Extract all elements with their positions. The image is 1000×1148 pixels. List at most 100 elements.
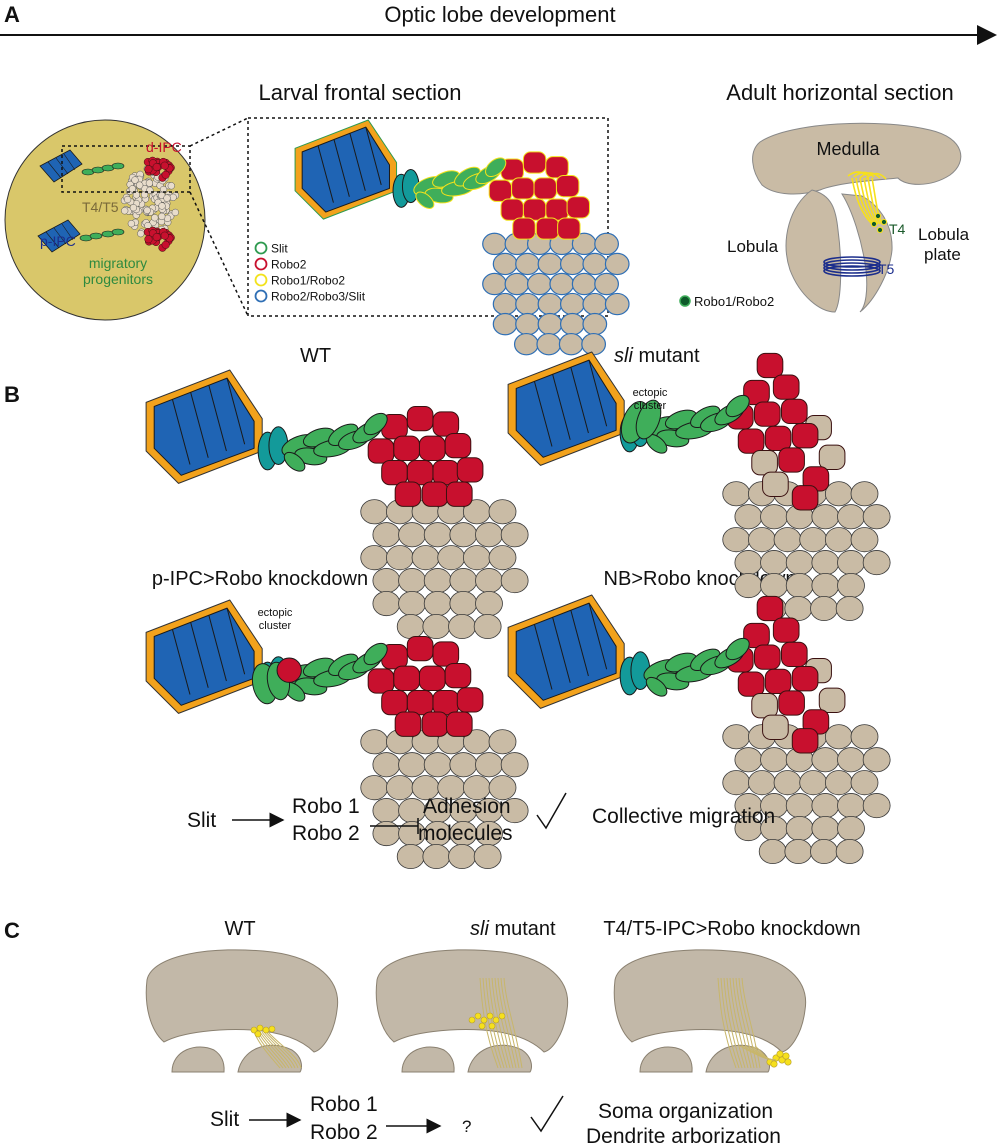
legend-label: Slit (271, 242, 288, 256)
t4t5-cell (515, 292, 540, 316)
c-t4t5-title: T4/T5-IPC>Robo knockdown (603, 918, 860, 940)
t4t5-cell (411, 545, 440, 571)
t4-dendrite (853, 171, 875, 178)
t4t5-cell (500, 568, 529, 594)
d-ipc-cell (764, 425, 792, 452)
mini-epithelium-top (39, 149, 83, 183)
medulla-label: Medulla (816, 139, 880, 159)
t4t5-cell (488, 545, 517, 571)
t4t5-cell (810, 595, 838, 622)
t4t5-cell (515, 312, 540, 336)
t4t5-cell (582, 312, 608, 336)
t4t5-cell (837, 793, 865, 819)
t4t5-cell (760, 550, 788, 576)
d-ipc-cell (511, 177, 535, 200)
t4t5-cell (473, 843, 502, 870)
t4t5-axon (263, 1031, 296, 1069)
t4t5-soma (256, 1024, 264, 1032)
t4t5-cell (500, 752, 529, 778)
t4t5-cell (449, 568, 478, 594)
d-ipc-cell (406, 635, 434, 662)
t4t5-soma (770, 1060, 778, 1068)
t5-label: T5 (878, 261, 895, 277)
t4t5-cell (423, 590, 452, 617)
t4t5-cell (811, 504, 840, 530)
d-ipc-cell (762, 714, 789, 740)
migratory-cell (415, 191, 435, 209)
t4t5-axon (500, 977, 520, 1069)
t4t5-axon (261, 1031, 293, 1069)
d-ipc-cell (381, 689, 408, 716)
t4t5-cell (558, 332, 584, 356)
mini-divider (55, 157, 69, 175)
t4t5-cell (500, 522, 529, 548)
t4t5-cell (785, 793, 814, 819)
t4t5-cell (360, 729, 389, 755)
d-ipc-cell (756, 595, 784, 622)
t4t5-cell (482, 232, 507, 256)
b-pathway: Slit Robo 1 Robo 2 Adhesion molecules Co… (187, 792, 775, 845)
t4t5-cell (372, 522, 401, 548)
d-ipc-cell (500, 198, 524, 221)
t4t5-cell (488, 775, 517, 801)
t4t5-cell (734, 747, 763, 773)
d-ipc-cell (791, 728, 819, 754)
t4-neuron (851, 177, 873, 225)
larval-optic-lobe-circle: d-IPC T4/T5 p-IPC migratory progenitors (4, 119, 206, 321)
mini-t4t5-cell (128, 185, 136, 193)
t4t5-cell (837, 504, 865, 530)
mini-d-ipc-cell (160, 231, 169, 240)
d-ipc-cell (393, 435, 420, 461)
d-ipc-cell (421, 711, 449, 737)
t4t5-cell (811, 793, 840, 819)
t4t5-cell (594, 272, 619, 296)
t4t5-soma (498, 1012, 506, 1020)
t4t5-axon (259, 1031, 290, 1069)
epithelium-divider (552, 374, 571, 440)
t4t5-axon (265, 1031, 299, 1069)
b-pathway-adhesion-2: molecules (418, 822, 513, 845)
epithelium-divider (570, 367, 589, 434)
mini-migratory (111, 228, 125, 236)
t4t5-cell (722, 724, 751, 750)
t4t5-soma (262, 1026, 270, 1034)
epithelium-divider (588, 360, 608, 427)
t4t5-axon (735, 977, 755, 1069)
panel-a-letter: A (4, 2, 20, 27)
c-check-icon (530, 1095, 564, 1133)
t4t5-cell (784, 595, 813, 622)
legend-label: Robo2/Robo3/Slit (271, 290, 366, 304)
t4t5-cell (360, 499, 389, 525)
t4t5-cell (811, 747, 840, 773)
zoom-line-bottom (189, 191, 249, 317)
t4t5-cell (448, 613, 476, 640)
b-pathway-robo1: Robo 1 (292, 795, 360, 818)
mini-t4t5-cell (169, 193, 177, 201)
mini-t4t5-cell (136, 181, 144, 189)
robo-legend-label: Robo1/Robo2 (694, 294, 774, 309)
mini-t4t5-cell (127, 220, 136, 228)
t4t5-cell (835, 838, 864, 865)
t4t5-cell (582, 252, 608, 276)
mini-t4t5-cell (137, 229, 145, 238)
medulla-shape (613, 949, 807, 1053)
mini-t4t5-cell (163, 194, 171, 202)
t4t5-soma (784, 1058, 792, 1066)
medulla-shape (375, 949, 569, 1053)
d-ipc-cell (456, 687, 484, 713)
t4t5-cell (536, 332, 562, 356)
t4t5-cell (811, 572, 840, 599)
t4t5-cell (760, 572, 788, 599)
t4t5-soma (776, 1050, 784, 1058)
t4-dendrite (847, 171, 869, 177)
t4t5-cell (582, 292, 608, 316)
d-ipc-cell (432, 459, 460, 486)
t4t5-cell (423, 752, 452, 778)
t4t5-cell (473, 613, 502, 640)
larval-title: Larval frontal section (259, 80, 462, 105)
d-ipc-cell (772, 374, 800, 400)
mini-t4t5-cell (151, 214, 159, 222)
t5-neuron (823, 265, 881, 277)
